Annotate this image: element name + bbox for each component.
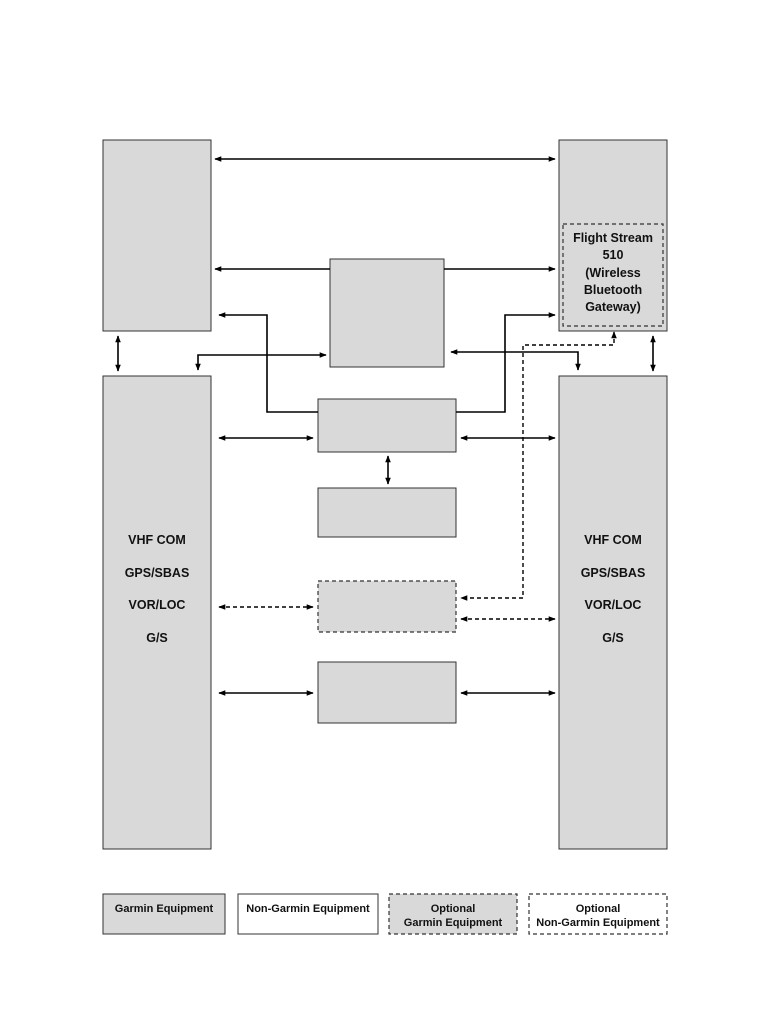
right-radio-line: VOR/LOC xyxy=(585,598,642,612)
left-radio-line: G/S xyxy=(146,631,168,645)
legend-optional-garmin: Optional Garmin Equipment xyxy=(388,893,518,935)
flight-stream-line: Bluetooth xyxy=(584,283,642,297)
optional-connectors xyxy=(218,331,617,622)
flight-stream-line: 510 xyxy=(603,248,624,262)
legend: Garmin Equipment Non-Garmin Equipment Op… xyxy=(102,893,668,935)
connector-flight-stream-to-optional-unit xyxy=(460,331,617,601)
right-nav-com-unit xyxy=(558,375,668,850)
legend-garmin: Garmin Equipment xyxy=(102,893,226,935)
center-unit-1 xyxy=(317,398,457,453)
center-unit-2 xyxy=(317,487,457,538)
flight-stream-line: (Wireless xyxy=(585,266,641,280)
legend-optional-non-garmin-label: Optional xyxy=(576,903,621,915)
legend-optional-garmin-label: Optional xyxy=(431,903,476,915)
legend-non-garmin: Non-Garmin Equipment xyxy=(237,893,379,935)
flight-stream-label: Flight Stream 510 (Wireless Bluetooth Ga… xyxy=(573,231,653,314)
legend-optional-garmin-swatch xyxy=(388,893,518,935)
legend-garmin-label: Garmin Equipment xyxy=(115,903,214,915)
top-left-unit xyxy=(102,139,212,332)
left-nav-com-unit xyxy=(102,375,212,850)
left-radio-line: VHF COM xyxy=(128,533,186,547)
flight-stream-line: Flight Stream xyxy=(573,231,653,245)
right-radio-line: G/S xyxy=(602,631,624,645)
left-radio-line: VOR/LOC xyxy=(129,598,186,612)
flight-stream-box xyxy=(562,223,664,327)
legend-optional-non-garmin-swatch xyxy=(528,893,668,935)
connector-center-top-to-right-radio xyxy=(450,349,581,371)
left-radio-line: GPS/SBAS xyxy=(125,566,190,580)
connector-left-radio-to-center-top xyxy=(195,352,327,371)
legend-optional-non-garmin-label: Non-Garmin Equipment xyxy=(536,917,660,929)
center-optional-unit xyxy=(317,580,457,633)
legend-optional-garmin-label: Garmin Equipment xyxy=(404,917,503,929)
left-radio-label: VHF COM GPS/SBAS VOR/LOC G/S xyxy=(125,533,190,645)
connector-left-to-center-unit-1 xyxy=(218,312,318,413)
legend-non-garmin-swatch xyxy=(237,893,379,935)
center-unit-4 xyxy=(317,661,457,724)
connector-right-to-center-unit-1 xyxy=(456,312,556,413)
legend-optional-non-garmin: Optional Non-Garmin Equipment xyxy=(528,893,668,935)
legend-non-garmin-label: Non-Garmin Equipment xyxy=(246,903,370,915)
right-radio-line: GPS/SBAS xyxy=(581,566,646,580)
right-radio-label: VHF COM GPS/SBAS VOR/LOC G/S xyxy=(581,533,646,645)
flight-stream-line: Gateway) xyxy=(585,300,641,314)
center-top-unit xyxy=(329,258,445,368)
legend-garmin-swatch xyxy=(102,893,226,935)
right-radio-line: VHF COM xyxy=(584,533,642,547)
